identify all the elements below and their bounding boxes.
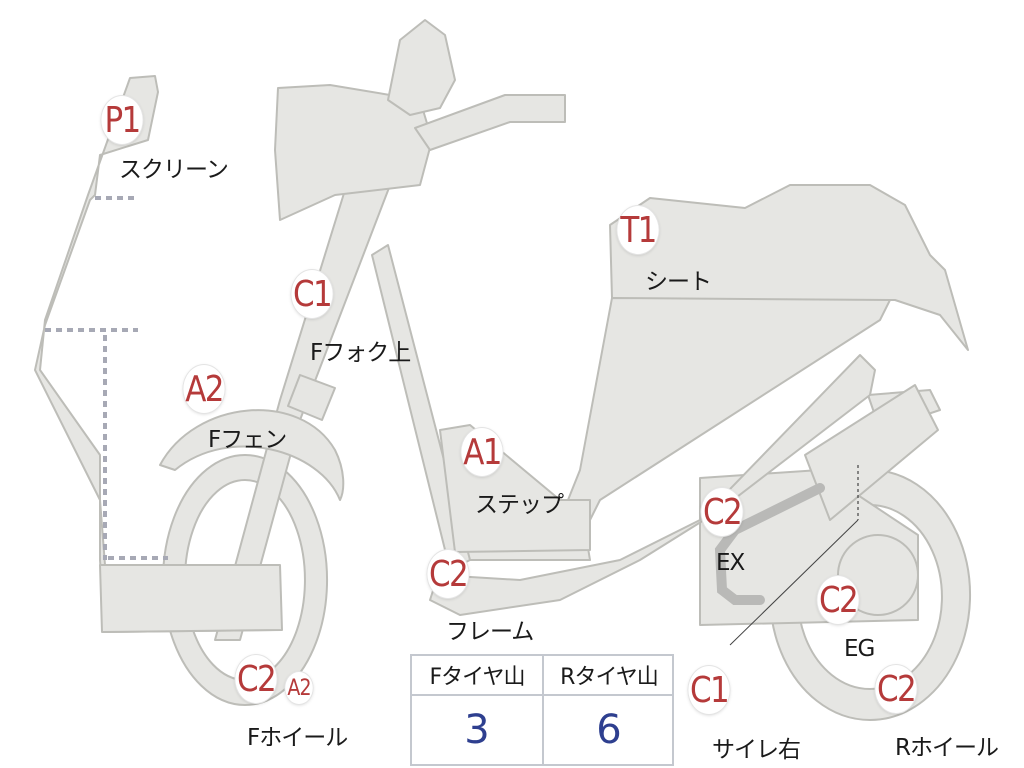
front-frame-tube — [371, 244, 471, 571]
frame-code-badge[interactable]: C2 — [427, 550, 469, 598]
exhaust-pipe — [714, 483, 825, 605]
front-fender-code-badge[interactable]: A2 — [183, 365, 225, 413]
step-label: ステップ — [475, 492, 564, 518]
rear-tire-tread-value[interactable]: 6 — [596, 707, 622, 753]
step-code-badge[interactable]: A1 — [461, 428, 503, 476]
frame-label: フレーム — [446, 619, 534, 645]
engine-label: EG — [844, 636, 875, 662]
front-fender-label: Fフェン — [208, 427, 287, 453]
seat-label: シート — [645, 269, 712, 295]
floor-frame — [429, 354, 876, 616]
front-wheel-code-badge[interactable]: C2 — [235, 655, 277, 703]
exhaust-code-badge[interactable]: C2 — [701, 488, 743, 536]
mirror — [387, 19, 456, 116]
swing-arm — [804, 384, 939, 521]
floor-board — [99, 564, 283, 633]
handlebar — [414, 94, 566, 151]
table-divider — [542, 656, 544, 766]
front-tire-tread-value[interactable]: 3 — [464, 707, 490, 753]
exhaust-label: EX — [716, 550, 745, 576]
rear-wheel-code-badge[interactable]: C2 — [875, 665, 917, 713]
front-tire-tread-header: Fタイヤ山 — [412, 656, 542, 696]
fork-upper-label: Fフォク上 — [310, 340, 411, 366]
rear-wheel-label: Rホイール — [895, 735, 999, 761]
headlight — [274, 84, 433, 221]
engine-code-badge[interactable]: C2 — [817, 576, 859, 624]
screen-label: スクリーン — [119, 157, 229, 183]
front-wheel-code2-badge[interactable]: A2 — [285, 672, 313, 704]
muffler-pointer — [729, 519, 859, 646]
muffler-code-badge[interactable]: C1 — [688, 666, 730, 714]
rear-tire-tread-header: Rタイヤ山 — [544, 656, 674, 696]
muffler-label: サイレ右 — [712, 737, 801, 763]
fork-collar — [287, 374, 336, 421]
fork-upper-code-badge[interactable]: C1 — [291, 270, 333, 318]
screen-code-badge[interactable]: P1 — [101, 96, 143, 144]
seat-code-badge[interactable]: T1 — [617, 206, 659, 254]
front-fender-shape — [159, 409, 345, 501]
front-wheel-label: Fホイール — [247, 725, 348, 751]
tire-tread-table: Fタイヤ山 Rタイヤ山 3 6 — [410, 654, 674, 766]
